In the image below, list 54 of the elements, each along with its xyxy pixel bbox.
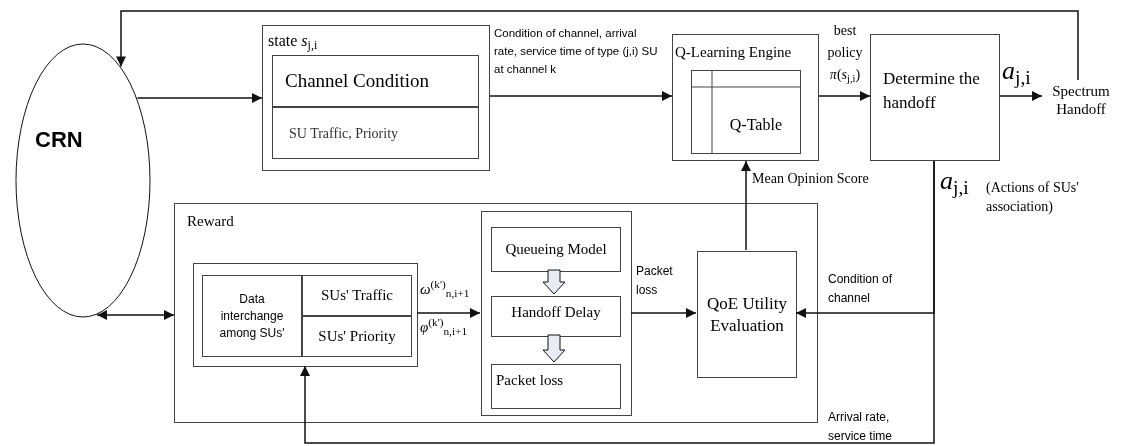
group-box <box>481 211 632 416</box>
arrow <box>136 93 263 103</box>
process-box <box>302 316 412 357</box>
edge-label: Packet loss <box>636 263 674 299</box>
edge-label: Condition of channel <box>828 271 894 307</box>
process-box <box>272 55 479 107</box>
node-label: Determine the handoff <box>883 69 980 112</box>
annotation-label: (Actions of SUs' association) <box>986 179 1080 216</box>
node-label: SU Traffic, Priority <box>289 124 399 143</box>
annotation-label: a$_{j,i}$ <box>940 166 970 196</box>
arrow <box>818 91 871 101</box>
process-box <box>491 227 621 272</box>
edge-label: a$_{j,i}$ <box>1002 56 1032 86</box>
node-label: Q-Learning Engine <box>675 43 792 62</box>
process-box <box>697 251 797 378</box>
node-label: SUs' Traffic <box>321 286 393 306</box>
node-label: Data interchange among SUs' <box>218 290 286 342</box>
arrow <box>116 10 1079 81</box>
node-label: QoE Utility Evaluation <box>706 292 788 337</box>
reward-box <box>174 203 818 423</box>
node-label: Packet loss <box>496 371 564 390</box>
node-label: Q-Table <box>729 115 782 135</box>
arrow <box>741 160 751 251</box>
process-box <box>272 107 479 159</box>
process-box <box>202 275 302 357</box>
process-box <box>491 296 621 337</box>
node-label: state s$_{j,i}$ <box>268 31 318 53</box>
arrow <box>630 308 697 318</box>
edge-label: best policy π(s$_{j,i}$) <box>826 22 864 86</box>
arrow <box>416 308 481 318</box>
block-arrow <box>542 334 566 363</box>
node-label: SUs' Priority <box>318 327 396 347</box>
group-box <box>193 263 418 367</box>
node-label: Spectrum Handoff <box>1051 82 1111 118</box>
arrow <box>489 91 673 101</box>
node-label: Handoff Delay <box>511 303 601 322</box>
process-box <box>491 364 621 409</box>
edge-label: Mean Opinion Score <box>752 170 870 188</box>
edge-label: Condition of channel, arrival rate, service time of type (j,i) SU at channel k <box>494 26 659 77</box>
table-box <box>691 70 801 154</box>
engine-box <box>672 34 819 161</box>
state-box <box>262 25 490 171</box>
edge-label: Arrival rate, service time <box>828 409 893 445</box>
network-ellipse <box>15 43 151 318</box>
arrow <box>96 310 175 320</box>
node-label: Channel Condition <box>285 68 430 93</box>
node-label: Reward <box>187 212 234 231</box>
node-label: CRN <box>35 126 83 154</box>
process-box <box>870 34 1000 161</box>
arrow <box>300 160 935 444</box>
process-box <box>302 275 412 316</box>
node-label: Queueing Model <box>505 240 607 260</box>
block-arrow <box>542 269 566 295</box>
arrow <box>999 91 1043 101</box>
